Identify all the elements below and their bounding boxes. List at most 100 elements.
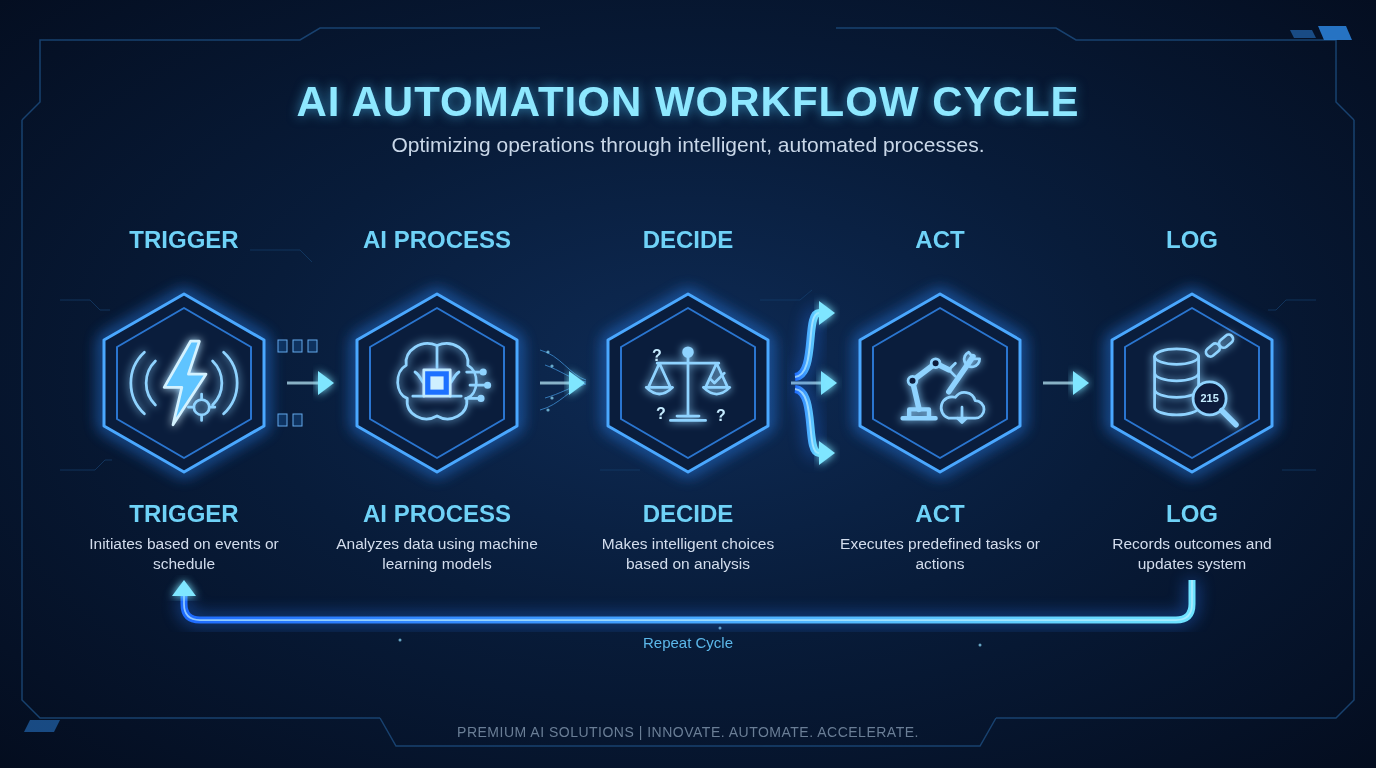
- hex-halo: [104, 294, 264, 472]
- icon-shape: [413, 346, 461, 397]
- arrow-shaft: [540, 377, 569, 389]
- step-description: Makes intelligent choices based on analy…: [585, 534, 791, 580]
- step-top-label: LOG: [1059, 226, 1325, 254]
- hex-outline: [608, 294, 768, 472]
- connector: [540, 371, 585, 395]
- arrow-core: [795, 313, 819, 377]
- hex-outline: [1112, 294, 1272, 472]
- icon-shape: [485, 383, 489, 387]
- hex-inner: [370, 308, 504, 458]
- arrow-shaft: [795, 389, 819, 453]
- step-icon: [382, 328, 492, 438]
- icon-shape: [398, 344, 477, 419]
- icon-shape: [908, 376, 917, 385]
- step-description: Initiates based on events or schedule: [81, 534, 287, 580]
- step-heading: TRIGGER: [81, 500, 287, 528]
- arrow-head: [819, 441, 835, 465]
- record-count: 215: [1200, 392, 1218, 404]
- arrow-head: [819, 301, 835, 325]
- step-icon: [1137, 328, 1247, 438]
- step-top-label: DECIDE: [555, 226, 821, 254]
- arrow-shaft: [1043, 377, 1073, 389]
- arrow-glow: [184, 580, 1192, 620]
- icon-shape: [430, 376, 443, 389]
- icon-shape: [1217, 333, 1234, 350]
- hex-halo: [1112, 294, 1272, 472]
- workflow-step: TRIGGERTRIGGERInitiates based on events …: [81, 290, 287, 580]
- step-icon: [633, 328, 743, 438]
- arrow-glow: [795, 313, 819, 377]
- icon-shape: [194, 400, 209, 415]
- hex-outline: [860, 294, 1020, 472]
- step-icon: [129, 328, 239, 438]
- arrow-head: [172, 580, 196, 596]
- step-description: Analyzes data using machine learning mod…: [334, 534, 540, 580]
- icon-shape: [958, 407, 967, 422]
- hex-halo: [608, 294, 768, 472]
- icon-shape: [1222, 411, 1236, 425]
- arrow-shaft: [287, 377, 318, 389]
- arrow-head: [821, 371, 837, 395]
- icon-strokes: [903, 352, 984, 422]
- step-top-label: TRIGGER: [51, 226, 317, 254]
- arrow-head: [318, 371, 334, 395]
- arrow-glow: [540, 373, 569, 393]
- arrow-shaft: [184, 580, 1192, 620]
- icon-shape: [424, 370, 450, 396]
- edge-label: Repeat Cycle: [643, 634, 733, 651]
- workflow-step: LOGLOGRecords outcomes and updates syste…: [1089, 290, 1295, 580]
- hex-halo: [860, 294, 1020, 472]
- arrow-glow: [795, 389, 819, 453]
- hex-inner: [621, 308, 755, 458]
- icon-strokes: [1155, 333, 1236, 425]
- question-mark: ?: [656, 405, 666, 423]
- hex-inner: [873, 308, 1007, 458]
- hex-inner: [1125, 308, 1259, 458]
- icon-strokes: [131, 341, 237, 425]
- hex-outline: [104, 294, 264, 472]
- icon-strokes: [398, 344, 490, 419]
- step-top-label: ACT: [807, 226, 1073, 254]
- icon-shape: [466, 372, 486, 398]
- connector: [1043, 371, 1089, 395]
- step-description: Records outcomes and updates system: [1089, 534, 1295, 580]
- icon-shape: [1155, 349, 1199, 364]
- workflow-step: AI PROCESSAI PROCESSAnalyzes data using …: [334, 290, 540, 580]
- workflow-step: ACTACTExecutes predefined tasks or actio…: [837, 290, 1043, 580]
- step-hexagon: [855, 290, 1025, 476]
- icon-shape: [710, 373, 724, 383]
- hex-inner: [117, 308, 251, 458]
- icon-shape: [949, 363, 956, 376]
- arrow-head: [569, 371, 585, 395]
- arrow-core: [540, 382, 569, 385]
- step-heading: ACT: [837, 500, 1043, 528]
- hex-outline: [357, 294, 517, 472]
- icon-shape: [646, 387, 730, 394]
- icon-shape: [931, 359, 940, 368]
- icon-shape: [188, 394, 214, 420]
- step-hexagon: [1107, 290, 1277, 476]
- step-icon: [885, 328, 995, 438]
- arrow-shaft: [795, 313, 819, 377]
- diagram-title: AI AUTOMATION WORKFLOW CYCLE: [0, 78, 1376, 126]
- step-heading: LOG: [1089, 500, 1295, 528]
- connector: [172, 580, 1192, 620]
- arrow-core: [287, 382, 318, 385]
- arrow-core: [795, 389, 819, 453]
- icon-shape: [949, 357, 973, 392]
- arrow-glow: [1043, 373, 1073, 393]
- icon-shape: [1155, 357, 1199, 415]
- footer-text: PREMIUM AI SOLUTIONS | INNOVATE. AUTOMAT…: [0, 724, 1376, 740]
- arrow-core: [184, 580, 1192, 620]
- connector: [791, 301, 837, 465]
- arrow-core: [1043, 382, 1073, 385]
- step-top-label: AI PROCESS: [304, 226, 570, 254]
- question-mark: ?: [716, 407, 726, 425]
- step-description: Executes predefined tasks or actions: [837, 534, 1043, 580]
- diagram-caption: Optimizing operations through intelligen…: [0, 133, 1376, 157]
- hex-halo: [357, 294, 517, 472]
- connector: [287, 371, 334, 395]
- arrow-head: [1073, 371, 1089, 395]
- workflow-step: DECIDEDECIDEMakes intelligent choices ba…: [585, 290, 791, 580]
